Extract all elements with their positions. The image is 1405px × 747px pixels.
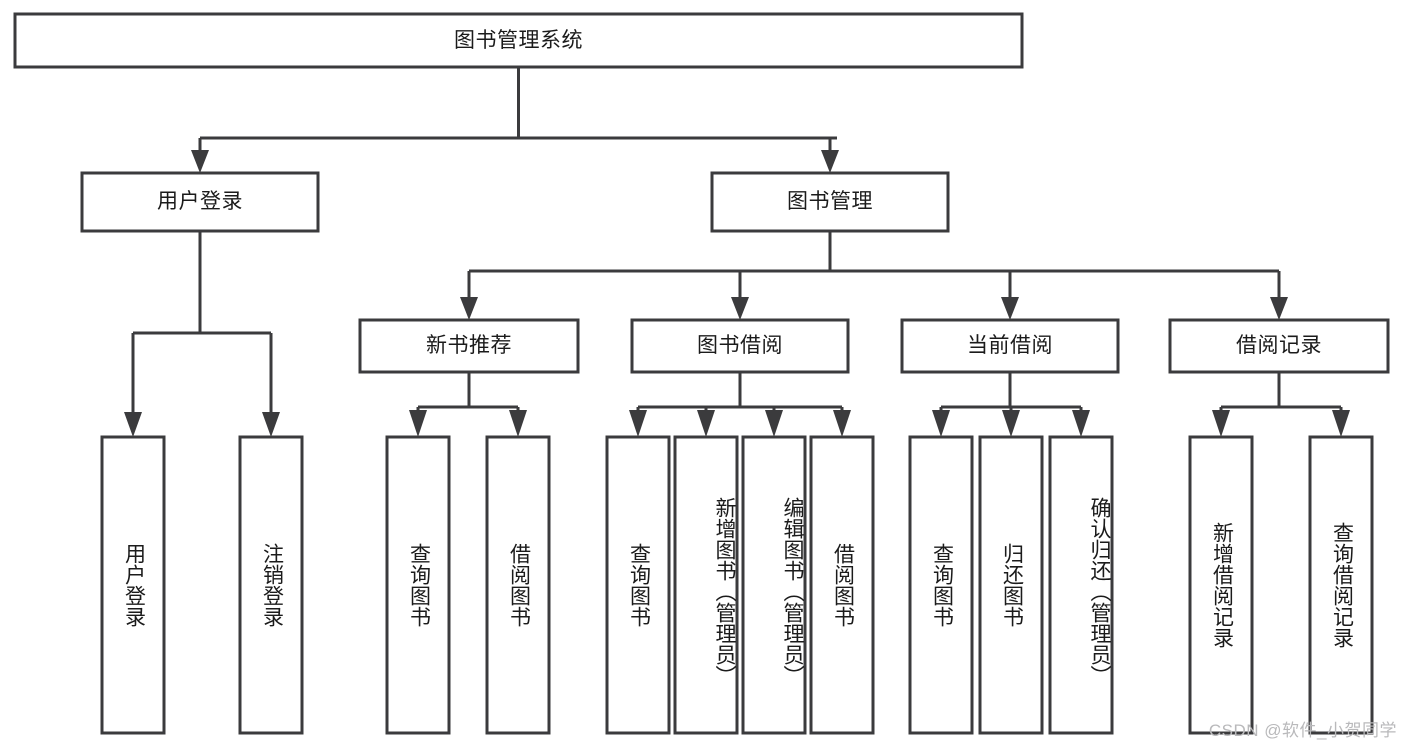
node-box-leaf-add-borrow-record[interactable] xyxy=(1188,435,1254,735)
node-box-root[interactable] xyxy=(13,12,1024,69)
node-box-leaf-borrow-book-rec[interactable] xyxy=(485,435,551,735)
node-box-leaf-query-book[interactable] xyxy=(605,435,671,735)
arrowhead-logout-leaf xyxy=(262,412,280,437)
node-box-leaf-user-login[interactable] xyxy=(100,435,166,735)
arrowhead-bookborrow-leaf-1 xyxy=(629,410,647,437)
arrowhead-user-login-leaf xyxy=(124,412,142,437)
arrowhead-borrowrecord-leaf-2 xyxy=(1332,410,1350,437)
node-box-leaf-return-book[interactable] xyxy=(978,435,1044,735)
arrowhead-currentborrow-leaf-2 xyxy=(1002,410,1020,437)
arrowhead-bookborrow-leaf-2 xyxy=(697,410,715,437)
node-box-leaf-query-book-cur[interactable] xyxy=(908,435,974,735)
arrowhead-bookborrow-leaf-3 xyxy=(765,410,783,437)
arrowhead-bookborrow-leaf-4 xyxy=(833,410,851,437)
node-box-borrow-record[interactable] xyxy=(1168,318,1390,374)
node-box-leaf-borrow-book[interactable] xyxy=(809,435,875,735)
node-box-user-login[interactable] xyxy=(80,171,320,233)
arrowhead-current-borrow xyxy=(1001,297,1019,320)
arrowhead-newbook-leaf-1 xyxy=(409,410,427,437)
node-box-leaf-query-borrow-record[interactable] xyxy=(1308,435,1374,735)
arrowhead-newbook-leaf-2 xyxy=(509,410,527,437)
arrowhead-new-book-rec xyxy=(460,297,478,320)
arrowhead-currentborrow-leaf-3 xyxy=(1072,410,1090,437)
arrowhead-user-login xyxy=(191,150,209,173)
arrowhead-book-borrow xyxy=(731,297,749,320)
node-box-leaf-confirm-return[interactable] xyxy=(1048,435,1114,735)
node-box-leaf-add-book[interactable] xyxy=(673,435,739,735)
node-box-current-borrow[interactable] xyxy=(900,318,1120,374)
node-box-leaf-query-book-rec[interactable] xyxy=(385,435,451,735)
node-box-leaf-logout[interactable] xyxy=(238,435,304,735)
arrowhead-borrowrecord-leaf-1 xyxy=(1212,410,1230,437)
connector-layer xyxy=(124,67,1350,437)
node-box-layer xyxy=(13,12,1390,735)
arrowhead-currentborrow-leaf-1 xyxy=(932,410,950,437)
node-box-new-book-recommend[interactable] xyxy=(358,318,580,374)
node-box-book-management[interactable] xyxy=(710,171,950,233)
node-box-leaf-edit-book[interactable] xyxy=(741,435,807,735)
arrowhead-borrow-record xyxy=(1270,297,1288,320)
node-box-book-borrow[interactable] xyxy=(630,318,850,374)
arrowhead-book-mgmt xyxy=(821,150,839,173)
